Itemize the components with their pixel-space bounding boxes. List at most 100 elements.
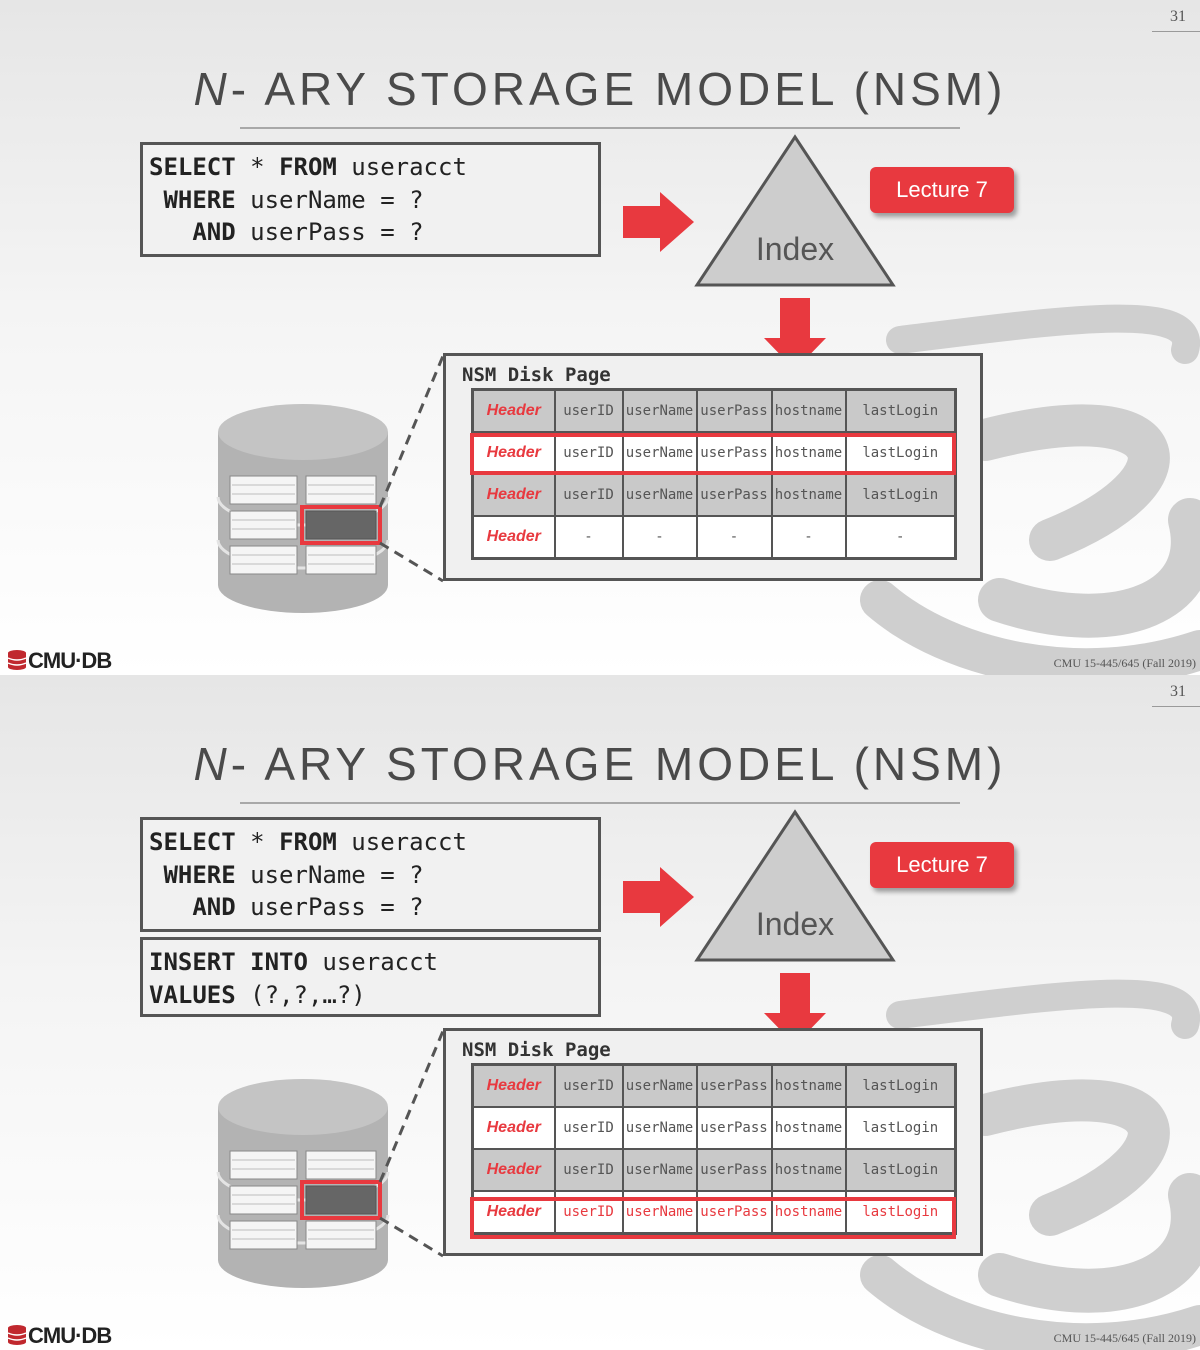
arrow-down-icon [764,298,826,370]
cell-lastlogin: lastLogin [844,1148,957,1192]
zoom-line-bottom [379,541,444,583]
lecture-badge[interactable]: Lecture 7 [870,842,1014,888]
cell-userid: userID [553,1106,624,1150]
cell-empty: - [695,515,773,560]
slide-number: 31 [1170,683,1186,700]
query-line-3: AND userPass = ? [149,218,424,246]
row-header-cell: Header [471,1106,556,1150]
insert-line-2: VALUES (?,?,…?) [149,980,366,1009]
table-row: Header userID userName userPass hostname… [471,473,957,517]
table-row: Header userID userName userPass hostname… [471,1063,957,1108]
disk-page-label: NSM Disk Page [462,1039,611,1061]
cell-userpass: userPass [695,473,773,517]
zoom-line-bottom [379,1216,444,1258]
slide-1: Index 31 [0,0,1200,675]
cell-userpass: userPass [695,1148,773,1192]
cell-username: userName [621,1106,698,1150]
diagram-graphics: Index [216,134,1200,675]
cell-hostname: hostname [770,1148,847,1192]
zoom-line-top [378,1030,445,1183]
database-cylinder-icon [216,1079,390,1288]
query-line-2: WHERE userName = ? [149,185,424,214]
background-swirl [860,304,1200,675]
footer-course: CMU 15-445/645 (Fall 2019) [1053,656,1196,670]
cell-empty: - [844,515,957,560]
cmu-db-logo: CMU·DB [6,648,112,674]
cell-lastlogin: lastLogin [844,473,957,517]
index-label: Index [756,906,834,942]
cell-userpass: userPass [695,1063,773,1108]
query-line-1: SELECT * FROM useracct [149,828,467,856]
cell-username: userName [621,1148,698,1192]
title-rule [240,802,960,804]
table-row: Header userID userName userPass hostname… [471,1106,957,1150]
row-header-cell: Header [471,1148,556,1192]
disk-page-label: NSM Disk Page [462,364,611,386]
query-line-3: AND userPass = ? [149,893,424,921]
cell-empty: - [553,515,624,560]
title-rest: - ARY STORAGE MODEL (NSM) [230,738,1007,790]
query-line-2: WHERE userName = ? [149,860,424,889]
disk-page-table: Header userID userName userPass hostname… [471,388,957,560]
arrow-right-icon [623,867,694,927]
cell-lastlogin: lastLogin [844,1063,957,1108]
slide-number: 31 [1170,8,1186,25]
cell-lastlogin: lastLogin [844,1106,957,1150]
insert-box: INSERT INTO useracct VALUES (?,?,…?) [140,937,601,1017]
cell-hostname: hostname [770,1106,847,1150]
table-row: Header - - - - - [471,515,957,560]
database-logo-icon [7,650,27,670]
title-rule [240,127,960,129]
cell-userid: userID [553,1148,624,1192]
table-row: Header userID userName userPass hostname… [471,388,957,433]
table-row: Header userID userName userPass hostname… [471,1148,957,1192]
cell-userpass: userPass [695,388,773,433]
diagram-graphics: Index [216,809,1200,1350]
database-logo-icon [7,1325,27,1345]
slide-2: Index 31 N- ARY STORAG [0,675,1200,1350]
insert-line-1: INSERT INTO useracct [149,948,438,976]
title-rest: - ARY STORAGE MODEL (NSM) [230,63,1007,115]
arrow-right-icon [623,192,694,252]
arrow-down-icon [764,973,826,1045]
row-header-cell: Header [471,1063,556,1108]
slide-title: N- ARY STORAGE MODEL (NSM) [0,737,1200,791]
cell-empty: - [770,515,847,560]
database-cylinder-icon [216,404,390,613]
cell-username: userName [621,431,698,475]
inserted-row-highlight [470,1197,956,1239]
selected-row-highlight [470,433,956,475]
index-triangle-icon [694,809,896,962]
lecture-badge[interactable]: Lecture 7 [870,167,1014,213]
query-box: SELECT * FROM useracct WHERE userName = … [140,817,601,932]
cell-hostname: hostname [770,431,847,475]
cell-userid: userID [553,1063,624,1108]
row-header-cell: Header [471,515,556,560]
query-box: SELECT * FROM useracct WHERE userName = … [140,142,601,257]
index-triangle-icon [694,134,896,287]
cell-hostname: hostname [770,1063,847,1108]
cell-hostname: hostname [770,473,847,517]
title-italic-n: N [193,738,231,790]
cell-lastlogin: lastLogin [844,388,957,433]
slide-number-rule [1152,31,1200,32]
query-line-1: SELECT * FROM useracct [149,153,467,181]
title-italic-n: N [193,63,231,115]
index-label: Index [756,231,834,267]
row-header-cell: Header [471,388,556,433]
cell-userpass: userPass [695,1106,773,1150]
slide-number-rule [1152,706,1200,707]
nsm-disk-page: NSM Disk Page Header userID userName use… [443,353,983,581]
cell-username: userName [621,473,698,517]
cell-username: userName [621,388,698,433]
background-swirl [860,979,1200,1350]
zoom-line-top [378,355,445,508]
cell-empty: - [621,515,698,560]
cmu-db-logo: CMU·DB [6,1323,112,1349]
slide-title: N- ARY STORAGE MODEL (NSM) [0,62,1200,116]
cell-username: userName [621,1063,698,1108]
footer-course: CMU 15-445/645 (Fall 2019) [1053,1331,1196,1345]
cell-hostname: hostname [770,388,847,433]
cell-userid: userID [553,473,624,517]
cell-userid: userID [553,388,624,433]
